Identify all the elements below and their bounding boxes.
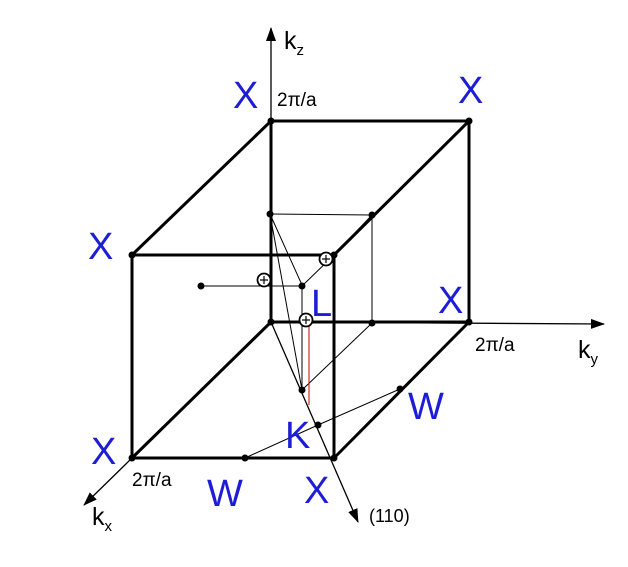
kx-axis (83, 457, 133, 506)
point-label-w-right: W (408, 386, 444, 428)
point-label-k: K (285, 415, 310, 457)
circled-plus-1 (318, 251, 334, 267)
point-label-l: L (311, 283, 332, 325)
cube-front-face (130, 253, 336, 460)
point-label-x-mid-right: X (438, 280, 463, 322)
cube-edge-bottom-left (130, 320, 273, 460)
lattice-points (128, 117, 473, 462)
circled-plus-3 (298, 312, 314, 328)
cube-edge-top-left (130, 119, 273, 257)
point-label-x-top-left: X (233, 75, 258, 117)
construction-lines (201, 213, 401, 459)
point-label-x-mid-left: X (88, 226, 113, 268)
cube-edge-top-right (332, 119, 471, 257)
kx-tick-label: 2π/a (132, 470, 172, 491)
ky-tick-label: 2π/a (475, 335, 515, 356)
kz-axis-label: kz (284, 27, 304, 59)
point-label-w-front: W (207, 473, 243, 515)
point-label-x-bottom-left: X (91, 431, 116, 473)
point-label-x-bottom-front: X (304, 470, 329, 512)
circled-plus-2 (256, 272, 272, 288)
point-label-x-top-right: X (458, 70, 483, 112)
ky-axis-label: ky (578, 336, 599, 368)
direction-110-axis (270, 321, 359, 523)
kz-tick-label: 2π/a (277, 90, 317, 111)
kx-axis-label: kx (92, 503, 113, 535)
circled-plus-markers (256, 251, 334, 328)
direction-110-label: (110) (369, 506, 410, 526)
